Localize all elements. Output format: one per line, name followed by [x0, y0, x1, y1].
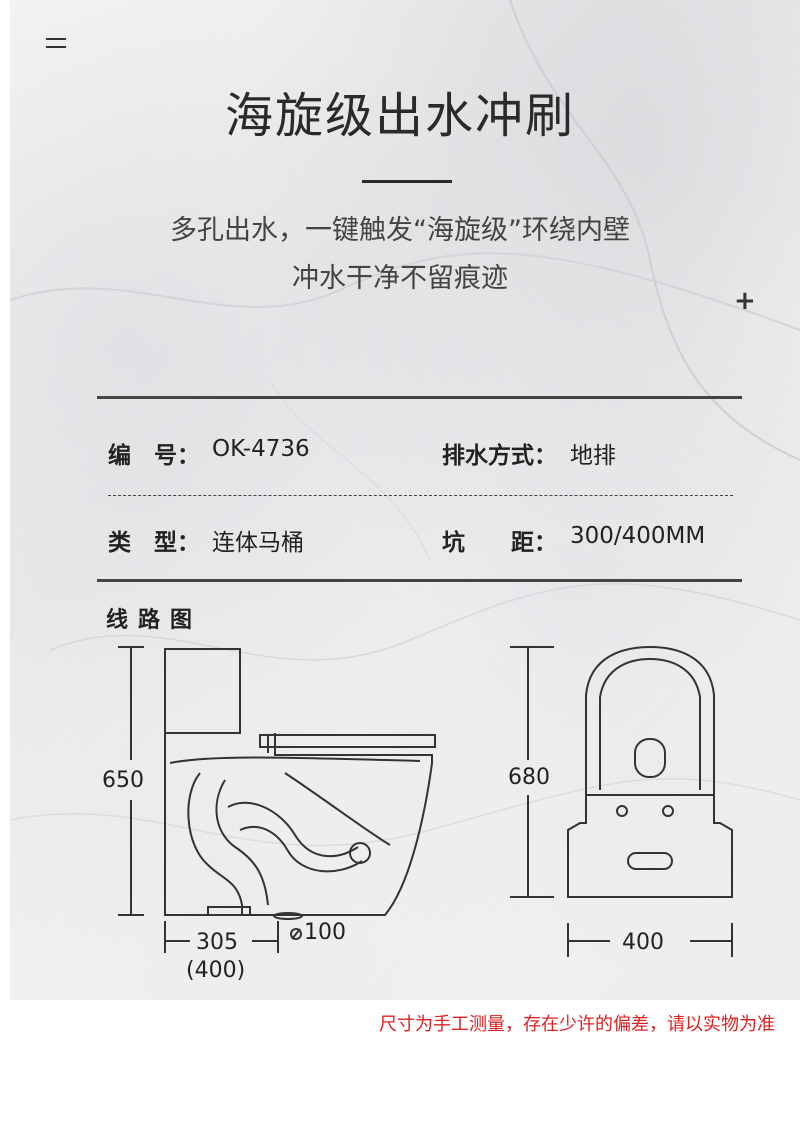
menu-icon[interactable] — [46, 38, 66, 50]
spec-model-label: 编 号： — [108, 443, 200, 469]
spec-model-value: OK-4736 — [212, 436, 310, 462]
drain-diameter-label: 100 — [304, 920, 346, 945]
spec-drain-value: 地排 — [570, 443, 616, 469]
spec-type-value: 连体马桶 — [212, 530, 304, 556]
spec-bottom-rule — [97, 579, 742, 582]
dimension-diagram — [118, 645, 733, 957]
page-title: 海旋级出水冲刷 — [224, 88, 575, 144]
front-width-label: 400 — [622, 930, 664, 955]
spec-pitch-label: 坑 距： — [442, 530, 557, 556]
spec-divider — [108, 495, 733, 496]
spec-drain-label: 排水方式： — [442, 443, 557, 469]
marble-veins — [10, 0, 800, 847]
spec-pitch-value: 300/400MM — [570, 523, 706, 549]
section-title: 线路图 — [106, 608, 203, 633]
marble-background — [10, 0, 800, 1000]
side-height-label: 650 — [102, 768, 144, 793]
plus-icon[interactable]: + — [734, 286, 756, 316]
side-trapway — [187, 772, 243, 915]
measurement-note: 尺寸为手工测量，存在少许的偏差，请以实物为准 — [379, 1014, 775, 1035]
side-seat — [259, 734, 436, 748]
front-height-label: 680 — [508, 765, 550, 790]
spec-type-label: 类 型： — [108, 530, 200, 556]
subtitle-line-1: 多孔出水，一键触发“海旋级”环绕内壁 — [170, 215, 630, 246]
front-outline — [567, 645, 733, 898]
spec-top-rule — [97, 396, 742, 399]
side-tank — [164, 648, 241, 734]
side-body — [164, 733, 433, 916]
subtitle-line-2: 冲水干净不留痕迹 — [292, 263, 508, 294]
side-pitch-label: 305 — [196, 930, 238, 955]
side-pitch-alt-label: (400) — [186, 958, 246, 983]
title-underline — [362, 180, 452, 183]
